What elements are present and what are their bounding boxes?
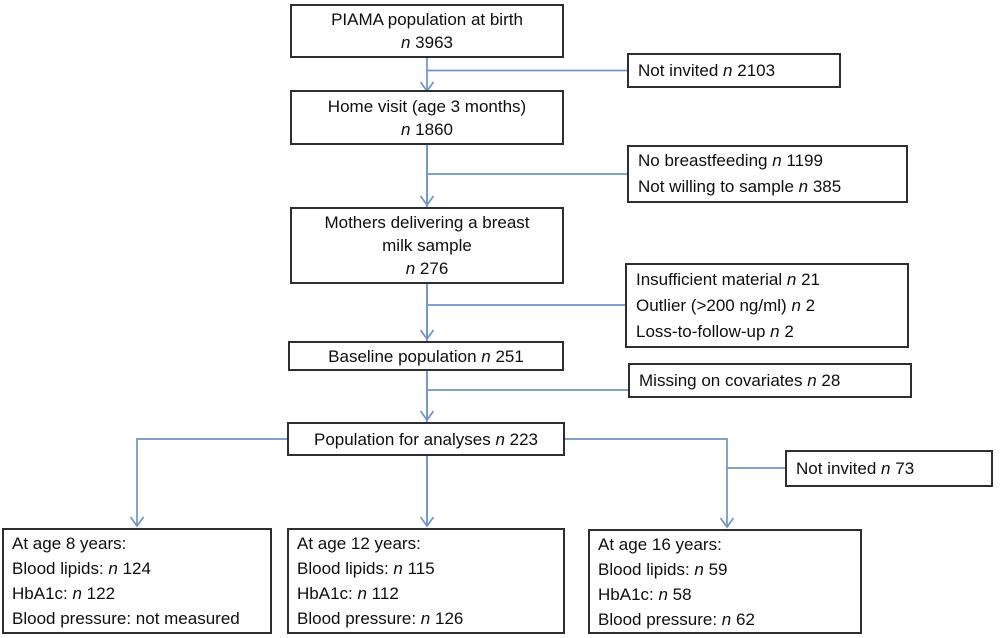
n-symbol: n (481, 346, 491, 366)
box-piama-population-at-birth: PIAMA population at birth n 3963 (290, 4, 564, 58)
arrowhead-age8 (129, 516, 145, 528)
box-line: Not invited n 2103 (638, 60, 776, 80)
box-line: Loss-to-follow-up n 2 (636, 321, 794, 341)
n-symbol: n (658, 584, 668, 604)
box-line: Not invited n 73 (796, 458, 915, 478)
box-line: Blood lipids: n 115 (297, 559, 435, 578)
n-symbol: n (786, 269, 797, 289)
box-not-invited-2103: Not invited n 2103 (627, 53, 841, 88)
box-line: HbA1c: n 58 (598, 584, 692, 604)
box-baseline-population: Baseline population n 251 (288, 341, 564, 371)
box-line: Outlier (>200 ng/ml) n 2 (636, 295, 816, 315)
box-line: Baseline population n 251 (328, 346, 524, 366)
box-line: HbA1c: n 122 (12, 584, 116, 603)
box-line: Blood lipids: n 59 (598, 559, 728, 579)
connector-analyses-to-age16 (564, 438, 728, 527)
n-symbol: n (807, 370, 817, 390)
box-line: Insufficient material n 21 (636, 269, 820, 289)
box-mothers-delivering-breast-milk-sample: Mothers delivering a breast milk sample n … (290, 207, 564, 284)
n-symbol: n (495, 429, 505, 449)
box-missing-on-covariates: Missing on covariates n 28 (628, 363, 912, 398)
n-symbol: n (721, 609, 732, 629)
n-symbol: n (791, 295, 801, 315)
box-line: Missing on covariates n 28 (639, 370, 841, 390)
box-line: Mothers delivering a breast (324, 213, 530, 232)
box-home-visit: Home visit (age 3 months) n 1860 (290, 90, 564, 145)
box-line: At age 8 years: (12, 534, 127, 553)
box-line: milk sample (382, 236, 472, 255)
n-symbol: n (770, 321, 780, 341)
box-line: At age 12 years: (297, 534, 421, 553)
box-line: n 3963 (400, 33, 453, 52)
box-line: Population for analyses n 223 (313, 429, 538, 449)
n-symbol: n (798, 177, 809, 196)
n-symbol: n (420, 609, 431, 628)
box-line: At age 16 years: (598, 534, 722, 554)
box-line: HbA1c: n 112 (297, 584, 399, 603)
box-not-invited-73: Not invited n 73 (785, 450, 993, 487)
n-symbol: n (393, 559, 403, 578)
box-line: n 276 (405, 259, 449, 278)
box-line: Blood lipids: n 124 (12, 559, 151, 578)
box-line: PIAMA population at birth (331, 10, 523, 29)
arrowhead-age12 (419, 516, 435, 528)
box-line: Home visit (age 3 months) (327, 96, 527, 116)
n-symbol: n (72, 584, 82, 603)
n-symbol: n (723, 60, 733, 80)
arrowhead-milk-sample (419, 195, 435, 207)
n-symbol: n (357, 584, 367, 603)
box-line: Not willing to sample n 385 (638, 177, 842, 196)
n-symbol: n (108, 559, 118, 578)
box-line: Blood pressure: n 62 (598, 609, 755, 629)
box-line: Blood pressure: not measured (12, 609, 240, 628)
box-population-for-analyses: Population for analyses n 223 (287, 422, 565, 456)
n-symbol: n (405, 259, 416, 278)
n-symbol: n (400, 119, 411, 139)
connector-analyses-to-age8 (136, 438, 287, 526)
box-line: n 1860 (400, 119, 453, 139)
box-line: No breastfeeding n 1199 (638, 151, 823, 170)
n-symbol: n (881, 458, 891, 478)
arrowhead-analyses (419, 410, 435, 422)
n-symbol: n (772, 151, 782, 170)
box-line: Blood pressure: n 126 (297, 609, 464, 628)
arrowhead-age16 (719, 517, 735, 529)
arrowhead-baseline (419, 329, 435, 341)
box-sample-exclusions: Insufficient material n 21 Outlier (>200 … (625, 263, 909, 348)
n-symbol: n (400, 33, 411, 52)
box-at-age-16-years: At age 16 years: Blood lipids: n 59 HbA1c:… (588, 529, 862, 634)
n-symbol: n (694, 559, 704, 579)
